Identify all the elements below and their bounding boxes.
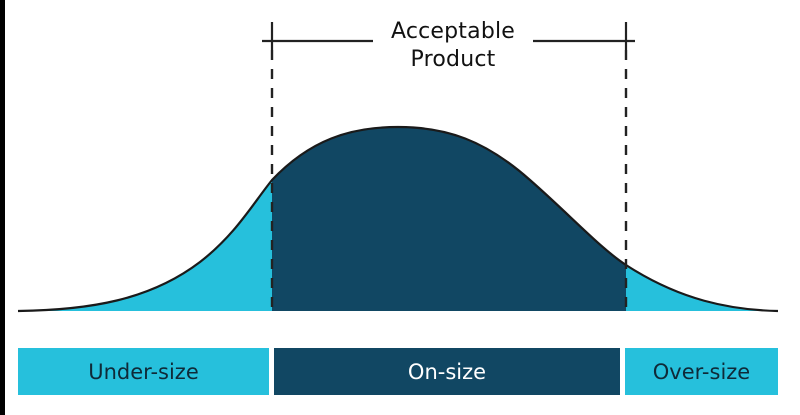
over-size-label: Over-size [652, 359, 751, 384]
under-size-area [18, 127, 272, 311]
on-size-label: On-size [407, 359, 487, 384]
title-line-2: Product [410, 47, 496, 72]
under-size-label: Under-size [88, 359, 199, 384]
on-size-band: On-size [274, 348, 620, 395]
over-size-band: Over-size [625, 348, 778, 395]
left-edge-bar [0, 0, 5, 415]
acceptable-product-label: Acceptable Product [372, 18, 534, 74]
title-line-1: Acceptable [390, 19, 516, 44]
on-size-area [272, 127, 626, 311]
under-size-band: Under-size [18, 348, 269, 395]
